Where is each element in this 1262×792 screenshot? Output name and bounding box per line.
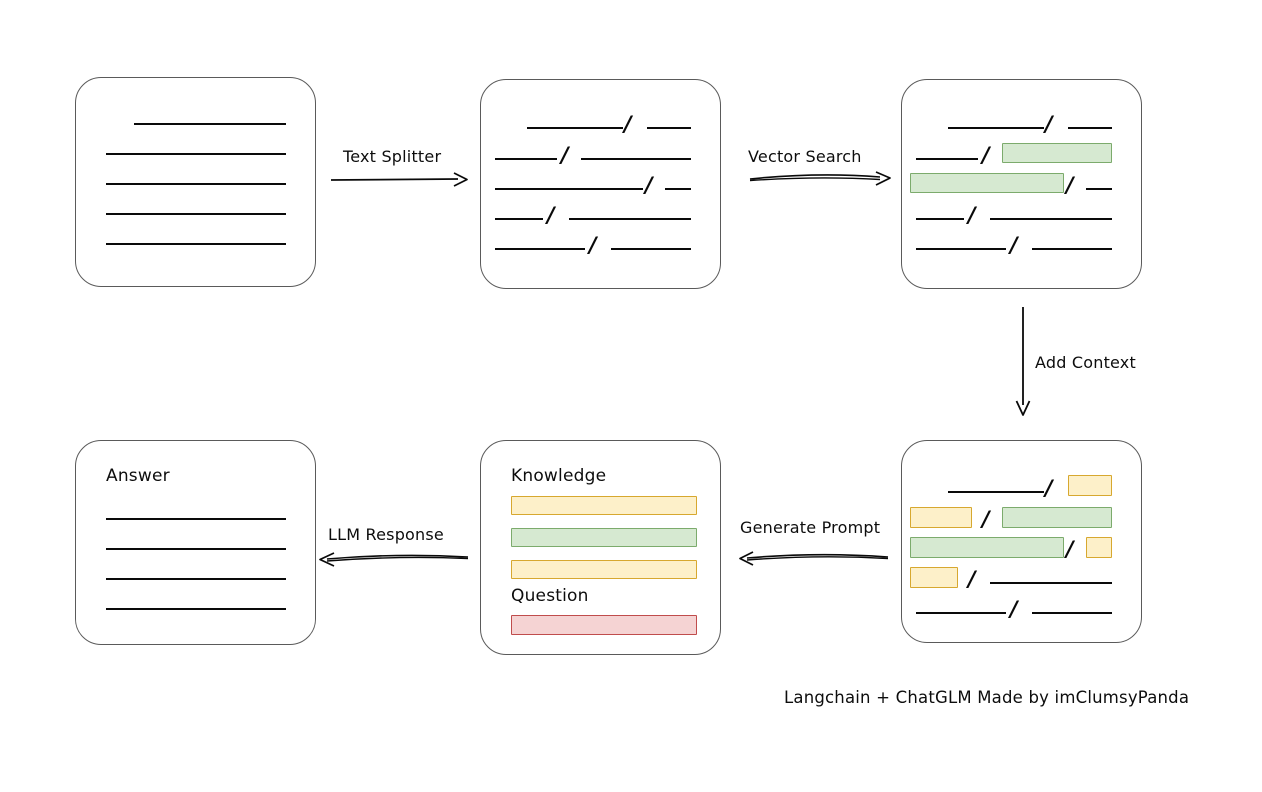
text-line: [647, 127, 691, 129]
slash-icon: /: [982, 143, 990, 167]
answer-label: Answer: [106, 466, 170, 486]
text-line: [106, 243, 286, 245]
edge-label-add-context: Add Context: [1035, 353, 1136, 372]
text-line: [948, 491, 1044, 493]
chunk-chip-yellow: [1068, 475, 1112, 496]
slash-icon: /: [1045, 476, 1053, 500]
question-label: Question: [511, 586, 589, 606]
knowledge-label: Knowledge: [511, 466, 607, 486]
text-line: [569, 218, 691, 220]
slash-icon: /: [1010, 597, 1018, 621]
knowledge-chip-2: [511, 528, 697, 547]
slash-icon: /: [1045, 112, 1053, 136]
text-line: [1032, 248, 1112, 250]
node-retrieved-chunks[interactable]: / / / / /: [901, 79, 1142, 289]
chunk-chip-green: [910, 173, 1064, 193]
slash-icon: /: [547, 203, 555, 227]
text-line: [1068, 127, 1112, 129]
node-answer[interactable]: Answer: [75, 440, 316, 645]
edge-label-text-splitter: Text Splitter: [343, 147, 442, 166]
slash-icon: /: [589, 233, 597, 257]
chunk-chip-yellow: [1086, 537, 1112, 558]
text-line: [581, 158, 691, 160]
text-line: [495, 248, 585, 250]
text-line: [916, 612, 1006, 614]
slash-icon: /: [561, 143, 569, 167]
text-line: [106, 153, 286, 155]
text-line: [665, 188, 691, 190]
text-line: [948, 127, 1044, 129]
text-line: [106, 518, 286, 520]
text-line: [990, 218, 1112, 220]
text-line: [134, 123, 286, 125]
slash-icon: /: [624, 112, 632, 136]
chunk-chip-green: [1002, 507, 1112, 528]
arrow-llm-response: [319, 552, 469, 567]
text-line: [611, 248, 691, 250]
text-line: [527, 127, 623, 129]
edge-label-llm-response: LLM Response: [328, 525, 444, 544]
text-line: [106, 548, 286, 550]
text-line: [106, 213, 286, 215]
slash-icon: /: [645, 173, 653, 197]
chunk-chip-green: [910, 537, 1064, 558]
node-split-chunks[interactable]: / / / / /: [480, 79, 721, 289]
chunk-chip-yellow: [910, 567, 958, 588]
text-line: [495, 218, 543, 220]
slash-icon: /: [1010, 233, 1018, 257]
text-line: [990, 582, 1112, 584]
arrow-text-splitter: [330, 172, 468, 187]
text-line: [916, 218, 964, 220]
diagram-caption: Langchain + ChatGLM Made by imClumsyPand…: [784, 688, 1190, 707]
text-line: [1086, 188, 1112, 190]
text-line: [106, 608, 286, 610]
chunk-chip-green: [1002, 143, 1112, 163]
slash-icon: /: [982, 507, 990, 531]
text-line: [916, 158, 978, 160]
text-line: [495, 188, 643, 190]
text-line: [106, 578, 286, 580]
arrow-add-context: [1015, 307, 1031, 416]
slash-icon: /: [968, 567, 976, 591]
chunk-chip-yellow: [910, 507, 972, 528]
text-line: [106, 183, 286, 185]
arrow-generate-prompt: [739, 551, 889, 566]
text-line: [916, 248, 1006, 250]
edge-label-vector-search: Vector Search: [748, 147, 862, 166]
slash-icon: /: [1066, 537, 1074, 561]
edge-label-generate-prompt: Generate Prompt: [740, 518, 881, 537]
question-chip: [511, 615, 697, 635]
node-prompt[interactable]: Knowledge Question: [480, 440, 721, 655]
text-line: [495, 158, 557, 160]
slash-icon: /: [968, 203, 976, 227]
arrow-vector-search: [749, 171, 891, 186]
text-line: [1032, 612, 1112, 614]
knowledge-chip-1: [511, 496, 697, 515]
slash-icon: /: [1066, 173, 1074, 197]
node-source-document[interactable]: [75, 77, 316, 287]
node-context-chunks[interactable]: / / / / /: [901, 440, 1142, 643]
knowledge-chip-3: [511, 560, 697, 579]
